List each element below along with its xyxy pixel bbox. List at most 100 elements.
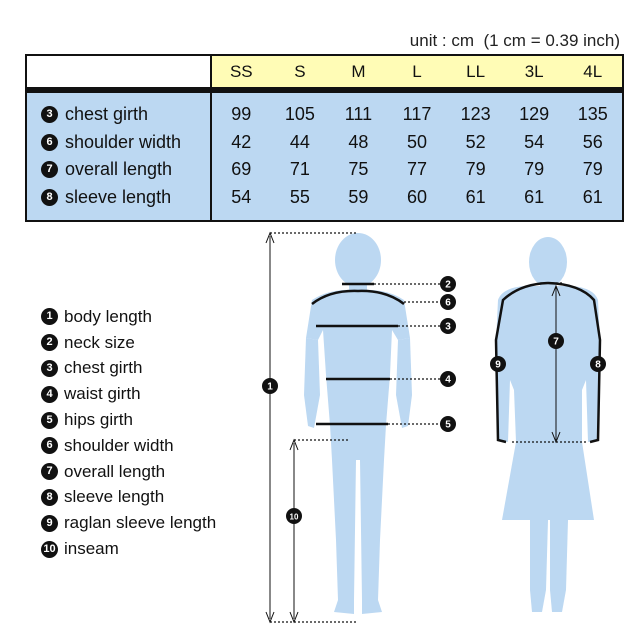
number-badge: 2: [41, 334, 58, 352]
number-badge: 6: [41, 437, 58, 455]
marker-label: 9: [495, 360, 501, 371]
table-cell: 44: [289, 131, 310, 152]
marker-label: 5: [445, 420, 451, 431]
table-cell: 79: [582, 159, 603, 180]
legend-label: neck size: [64, 332, 135, 352]
legend-label: chest girth: [64, 358, 143, 378]
legend-item: 3 chest girth: [41, 356, 216, 382]
legend-label: sleeve length: [64, 487, 165, 507]
legend-label: shoulder width: [64, 435, 174, 455]
marker-9: 9: [490, 356, 506, 372]
table-cell: 71: [289, 159, 310, 180]
header-blank-cell: [25, 54, 212, 89]
table-row: 42 44 48 50 52 54 56: [212, 129, 622, 157]
legend-item: 1 body length: [41, 304, 216, 330]
number-badge: 10: [41, 540, 58, 558]
size-label: LL: [466, 61, 486, 81]
table-cell: 129: [519, 104, 550, 125]
table-cell: 56: [582, 131, 603, 152]
legend-label: body length: [64, 306, 152, 326]
number-badge: 4: [41, 385, 58, 403]
legend-item: 9 raglan sleeve length: [41, 510, 216, 536]
marker-label: 6: [445, 298, 451, 309]
marker-label: 8: [595, 360, 601, 371]
marker-label: 3: [445, 322, 451, 333]
table-row: 69 71 75 77 79 79 79: [212, 156, 622, 184]
marker-label: 4: [445, 375, 451, 386]
table-cell: 105: [284, 104, 315, 125]
male-figure: [304, 233, 412, 614]
marker-8: 8: [590, 356, 606, 372]
number-badge: 5: [41, 411, 58, 429]
figure-markers: 1 2 6 3 4 5 10 7 9 8: [262, 276, 606, 524]
marker-label: 7: [553, 337, 559, 348]
table-cell: 117: [402, 104, 432, 125]
marker-10: 10: [286, 508, 302, 524]
table-cell: 52: [465, 131, 486, 152]
size-label: 3L: [524, 61, 544, 81]
table-row: 54 55 59 60 61 61 61: [212, 184, 622, 212]
legend-item: 6 shoulder width: [41, 433, 216, 459]
table-cell: 48: [348, 131, 369, 152]
number-badge: 3: [41, 106, 58, 124]
table-cell: 61: [465, 186, 486, 207]
table-cell: 61: [582, 186, 603, 207]
marker-2: 2: [440, 276, 456, 292]
size-header: SS S M L LL 3L 4L: [210, 54, 624, 89]
table-cell: 42: [231, 131, 252, 152]
table-cell: 54: [524, 131, 545, 152]
size-label: L: [412, 61, 422, 81]
legend-item: 5 hips girth: [41, 407, 216, 433]
table-row-label: 8 sleeve length: [27, 184, 210, 212]
marker-label: 2: [445, 280, 451, 291]
table-cell: 50: [407, 131, 428, 152]
marker-1: 1: [262, 378, 278, 394]
table-cell: 75: [348, 159, 369, 180]
marker-3: 3: [440, 318, 456, 334]
measurement-legend: 1 body length 2 neck size 3 chest girth 4 wa…: [41, 304, 216, 562]
row-label: sleeve length: [65, 186, 172, 207]
marker-label: 10: [290, 513, 299, 522]
measurement-values: 99 105 111 117 123 129 135 42 44 48 50 5…: [210, 91, 624, 222]
legend-label: overall length: [64, 461, 166, 481]
number-badge: 8: [41, 188, 58, 206]
table-row: 99 105 111 117 123 129 135: [212, 101, 622, 129]
legend-label: waist girth: [64, 384, 141, 404]
measurement-lines: [265, 231, 602, 624]
size-header-row: SS S M L LL 3L 4L: [25, 54, 624, 89]
female-figure: [496, 237, 600, 612]
table-cell: 69: [231, 159, 252, 180]
table-cell: 59: [348, 186, 369, 207]
marker-7: 7: [548, 333, 564, 349]
table-cell: 111: [344, 104, 373, 125]
marker-4: 4: [440, 371, 456, 387]
marker-5: 5: [440, 416, 456, 432]
size-label: SS: [229, 61, 253, 81]
size-label: M: [351, 61, 366, 81]
number-badge: 7: [41, 161, 58, 179]
number-badge: 3: [41, 359, 58, 377]
table-cell: 79: [524, 159, 545, 180]
size-label: S: [294, 61, 306, 81]
table-cell: 135: [577, 104, 608, 125]
table-cell: 79: [465, 159, 486, 180]
legend-label: raglan sleeve length: [64, 513, 217, 533]
number-badge: 1: [41, 308, 58, 326]
table-cell: 55: [289, 186, 310, 207]
table-cell: 77: [407, 159, 428, 180]
legend-label: hips girth: [64, 410, 133, 430]
number-badge: 9: [41, 514, 58, 532]
table-cell: 123: [460, 104, 491, 125]
table-cell: 61: [524, 186, 545, 207]
table-cell: 60: [407, 186, 428, 207]
